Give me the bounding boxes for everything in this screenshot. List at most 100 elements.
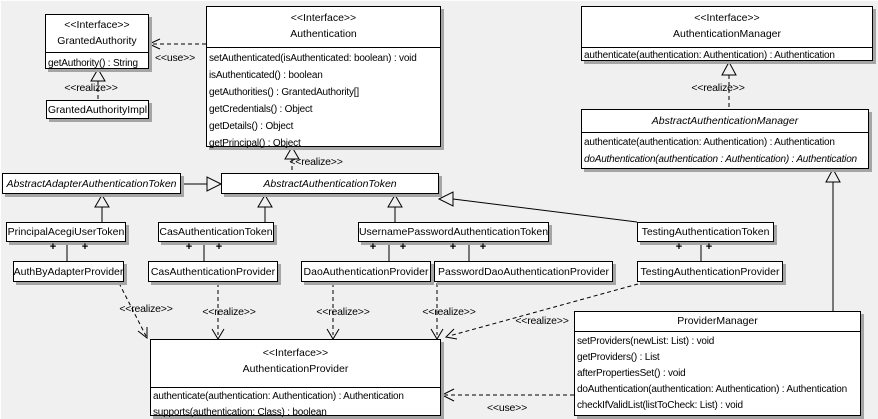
generalization-adaptertoken-abstracttoken xyxy=(181,176,223,192)
class-testing-authentication-token[interactable]: TestingAuthenticationToken xyxy=(637,222,774,242)
class-abstract-adapter-authentication-token[interactable]: AbstractAdapterAuthenticationToken xyxy=(2,173,181,194)
class-cas-authentication-provider[interactable]: CasAuthenticationProvider xyxy=(148,261,278,282)
class-abstract-authentication-token[interactable]: AbstractAuthenticationToken xyxy=(221,173,439,194)
method-text: getDetails() : Object xyxy=(209,121,294,132)
class-title: ProviderManager xyxy=(575,312,860,332)
class-name-text: AuthByAdapterProvider xyxy=(13,265,124,278)
method-text: getCredentials() : Object xyxy=(209,104,313,115)
stereotype-text: <<Interface>> xyxy=(262,347,329,359)
realize-label: <<realize>> xyxy=(64,82,118,94)
class-authentication-provider[interactable]: <<Interface>> AuthenticationProvider aut… xyxy=(150,339,441,419)
class-title: <<Interface>> GrantedAuthority xyxy=(46,15,148,53)
generalization-providermanager xyxy=(825,167,841,311)
class-name-text: CasAuthenticationToken xyxy=(159,226,273,238)
class-name-text: AbstractAuthenticationManager xyxy=(651,115,799,127)
use-dependency-authentication-grantedauthority xyxy=(147,38,206,50)
class-authentication[interactable]: <<Interface>> Authentication setAuthenti… xyxy=(206,6,441,149)
class-name-text: TestingAuthenticationProvider xyxy=(640,265,780,278)
class-name-text: AuthenticationProvider xyxy=(242,363,349,375)
method-text: authenticate(authentication: Authenticat… xyxy=(584,50,835,61)
realize-label: <<realize>> xyxy=(289,156,343,168)
association-plus-marker: + xyxy=(215,241,223,253)
class-name-text: UsernamePasswordAuthenticationToken xyxy=(358,226,549,238)
class-testing-authentication-provider[interactable]: TestingAuthenticationProvider xyxy=(637,261,783,282)
association-plus-marker: + xyxy=(675,241,683,253)
method-text: doAuthentication(authentication: Authent… xyxy=(577,384,847,395)
class-title: AbstractAuthenticationManager xyxy=(582,110,868,133)
use-label: <<use>> xyxy=(486,402,528,414)
method-text: setProviders(newList: List) : void xyxy=(577,336,715,347)
realize-abstractauthenticationtoken-authentication xyxy=(284,146,300,173)
class-name-text: GrantedAuthorityImpl xyxy=(47,103,148,116)
class-name-text: ProviderManager xyxy=(677,315,758,327)
methods-compartment: getAuthority() : String xyxy=(46,53,148,72)
association-plus-marker: + xyxy=(479,241,487,253)
generalization-testingtoken xyxy=(437,191,638,223)
realize-label: <<realize>> xyxy=(422,306,476,318)
class-name-text: TestingAuthenticationToken xyxy=(641,226,770,238)
class-name-text: AuthenticationManager xyxy=(673,28,781,40)
method-text: isAuthenticated() : boolean xyxy=(209,70,323,81)
realize-grantedauthorityimpl-grantedauthority xyxy=(90,68,106,100)
method-text: doAuthentication(authentication : Authen… xyxy=(584,154,857,165)
method-text: checkIfValidList(listToCheck: List) : vo… xyxy=(577,400,743,411)
class-dao-authentication-provider[interactable]: DaoAuthenticationProvider xyxy=(301,261,431,282)
class-granted-authority-impl[interactable]: GrantedAuthorityImpl xyxy=(46,100,149,119)
method-text: afterPropertiesSet() : void xyxy=(577,368,686,379)
class-name-text: AbstractAdapterAuthenticationToken xyxy=(6,177,177,190)
class-name-text: AbstractAuthenticationToken xyxy=(263,177,397,190)
association-plus-marker: + xyxy=(705,241,713,253)
class-username-password-authentication-token[interactable]: UsernamePasswordAuthenticationToken xyxy=(358,222,549,242)
class-principal-acegi-user-token[interactable]: PrincipalAcegiUserToken xyxy=(6,222,126,242)
methods-compartment: setProviders(newList: List) : void getPr… xyxy=(575,332,860,414)
stereotype-text: <<Interface>> xyxy=(694,12,760,24)
class-name-text: DaoAuthenticationProvider xyxy=(303,265,429,278)
method-text: authenticate(authentication: Authenticat… xyxy=(584,137,835,148)
realize-label: <<realize>> xyxy=(119,303,173,315)
realize-label: <<realize>> xyxy=(316,306,370,318)
use-dependency-providermanager-authenticationprovider xyxy=(440,388,574,402)
method-text: getAuthority() : String xyxy=(48,58,138,69)
generalization-castoken xyxy=(257,194,273,222)
class-name-text: CasAuthenticationProvider xyxy=(150,265,276,278)
method-text: setAuthenticated(isAuthenticated: boolea… xyxy=(209,53,417,64)
association-plus-marker: + xyxy=(449,241,457,253)
methods-compartment: authenticate(authentication: Authenticat… xyxy=(582,133,868,168)
method-text: getAuthorities() : GrantedAuthority[] xyxy=(209,87,359,98)
use-label: <<use>> xyxy=(154,52,196,64)
class-title: <<Interface>> Authentication xyxy=(207,7,440,48)
class-authentication-manager[interactable]: <<Interface>> AuthenticationManager auth… xyxy=(581,6,873,61)
realize-label: <<realize>> xyxy=(202,306,256,318)
class-name-text: Authentication xyxy=(290,28,357,40)
realize-authbyadapterprovider xyxy=(118,282,148,340)
class-title: <<Interface>> AuthenticationProvider xyxy=(151,340,440,388)
association-plus-marker: + xyxy=(81,241,89,253)
method-text: getPrincipal() : Object xyxy=(209,138,301,149)
class-provider-manager[interactable]: ProviderManager setProviders(newList: Li… xyxy=(574,311,861,416)
association-plus-marker: + xyxy=(369,241,377,253)
class-auth-by-adapter-provider[interactable]: AuthByAdapterProvider xyxy=(13,261,124,282)
stereotype-text: <<Interface>> xyxy=(290,12,357,24)
generalization-principaltoken xyxy=(94,194,110,222)
stereotype-text: <<Interface>> xyxy=(64,19,130,31)
methods-compartment: authenticate(authentication: Authenticat… xyxy=(582,48,872,64)
association-plus-marker: + xyxy=(49,241,57,253)
class-cas-authentication-token[interactable]: CasAuthenticationToken xyxy=(158,222,274,242)
class-abstract-authentication-manager[interactable]: AbstractAuthenticationManager authentica… xyxy=(581,109,869,169)
methods-compartment: authenticate(authentication: Authenticat… xyxy=(151,388,440,419)
method-text: authenticate(authentication: Authenticat… xyxy=(153,391,404,402)
method-text: supports(authentication: Class) : boolea… xyxy=(153,407,327,418)
association-lines xyxy=(66,242,702,261)
class-granted-authority[interactable]: <<Interface>> GrantedAuthority getAuthor… xyxy=(45,14,149,69)
association-plus-marker: + xyxy=(399,241,407,253)
methods-compartment: setAuthenticated(isAuthenticated: boolea… xyxy=(207,48,440,152)
class-name-text: PasswordDaoAuthenticationProvider xyxy=(437,265,609,278)
class-title: <<Interface>> AuthenticationManager xyxy=(582,7,872,48)
realize-testingauthenticationprovider xyxy=(444,283,639,340)
realize-label: <<realize>> xyxy=(515,315,569,327)
class-password-dao-authentication-provider[interactable]: PasswordDaoAuthenticationProvider xyxy=(434,261,613,282)
method-text: getProviders() : List xyxy=(577,352,660,363)
realize-label: <<realize>> xyxy=(691,82,745,94)
class-name-text: GrantedAuthority xyxy=(57,35,137,47)
